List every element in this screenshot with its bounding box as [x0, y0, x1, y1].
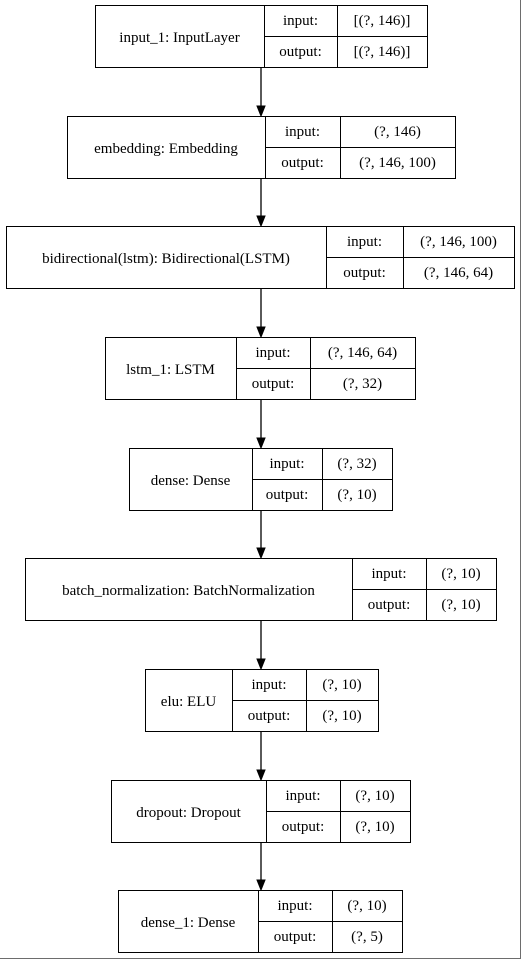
- input-shape: [(?, 146)]: [354, 13, 411, 29]
- output-shape: (?, 10): [337, 487, 376, 503]
- edge-arrow: [256, 179, 266, 228]
- layer-nodes: input_1: InputLayer input: output: [(?, 146…: [6, 5, 515, 953]
- edge-arrow: [256, 511, 266, 560]
- layer-name: dropout: Dropout: [136, 805, 241, 821]
- input-shape: (?, 10): [347, 898, 386, 914]
- input-shape: (?, 10): [355, 788, 394, 804]
- edge-arrow: [256, 68, 266, 118]
- output-label: output:: [282, 819, 325, 835]
- output-shape: (?, 10): [355, 819, 394, 835]
- input-shape: (?, 32): [337, 456, 376, 472]
- layer-node: batch_normalization: BatchNormalization i…: [25, 558, 497, 621]
- output-shape: (?, 10): [441, 597, 480, 613]
- output-label: output:: [368, 597, 411, 613]
- input-label: input:: [283, 13, 318, 29]
- layer-node: dropout: Dropout input: output: (?, 10) (?, …: [111, 780, 411, 843]
- arrow-head: [256, 547, 266, 560]
- output-shape: (?, 10): [322, 708, 361, 724]
- arrow-head: [256, 879, 266, 892]
- input-label: input:: [269, 456, 304, 472]
- layer-name: bidirectional(lstm): Bidirectional(LSTM): [42, 251, 290, 267]
- arrow-head: [256, 215, 266, 228]
- input-shape: (?, 146, 100): [420, 234, 497, 250]
- output-shape: (?, 32): [343, 376, 382, 392]
- layer-node: input_1: InputLayer input: output: [(?, 146…: [95, 5, 428, 68]
- layer-name: lstm_1: LSTM: [126, 362, 215, 378]
- input-label: input:: [371, 566, 406, 582]
- edge-arrow: [256, 400, 266, 450]
- input-label: input:: [285, 124, 320, 140]
- input-shape: (?, 10): [322, 677, 361, 693]
- layer-node: lstm_1: LSTM input: output: (?, 146, 64) (?,…: [105, 337, 416, 400]
- output-shape: [(?, 146)]: [354, 44, 411, 60]
- output-label: output:: [281, 155, 324, 171]
- output-label: output:: [266, 487, 309, 503]
- arrow-head: [256, 105, 266, 118]
- input-label: input:: [255, 345, 290, 361]
- edges: [256, 68, 266, 892]
- layer-name: elu: ELU: [161, 694, 217, 710]
- arrow-head: [256, 326, 266, 339]
- edge-arrow: [256, 621, 266, 671]
- layer-name: batch_normalization: BatchNormalization: [62, 583, 315, 599]
- layer-node: bidirectional(lstm): Bidirectional(LSTM)…: [6, 226, 515, 289]
- edge-arrow: [256, 289, 266, 339]
- edge-arrow: [256, 732, 266, 782]
- output-shape: (?, 5): [351, 929, 383, 945]
- layer-name: input_1: InputLayer: [119, 30, 239, 46]
- input-label: input:: [285, 788, 320, 804]
- arrow-head: [256, 769, 266, 782]
- output-shape: (?, 146, 64): [424, 265, 493, 281]
- layer-node: dense_1: Dense input: output: (?, 10) (?, 5): [118, 890, 403, 953]
- edge-arrow: [256, 843, 266, 892]
- layer-name: embedding: Embedding: [94, 141, 238, 157]
- input-shape: (?, 10): [441, 566, 480, 582]
- output-label: output:: [279, 44, 322, 60]
- output-label: output:: [248, 708, 291, 724]
- input-shape: (?, 146, 64): [328, 345, 397, 361]
- layer-name: dense_1: Dense: [141, 915, 236, 931]
- output-shape: (?, 146, 100): [359, 155, 436, 171]
- layer-node: elu: ELU input: output: (?, 10) (?, 10): [145, 669, 379, 732]
- input-shape: (?, 146): [374, 124, 421, 140]
- input-label: input:: [347, 234, 382, 250]
- layer-name: dense: Dense: [151, 473, 231, 489]
- input-label: input:: [251, 677, 286, 693]
- arrow-head: [256, 437, 266, 450]
- layer-node: dense: Dense input: output: (?, 32) (?, 10): [129, 448, 393, 511]
- input-label: input:: [277, 898, 312, 914]
- layer-node: embedding: Embedding input: output: (?, 146…: [67, 116, 456, 179]
- output-label: output:: [252, 376, 295, 392]
- output-label: output:: [343, 265, 386, 281]
- output-label: output:: [274, 929, 317, 945]
- arrow-head: [256, 658, 266, 671]
